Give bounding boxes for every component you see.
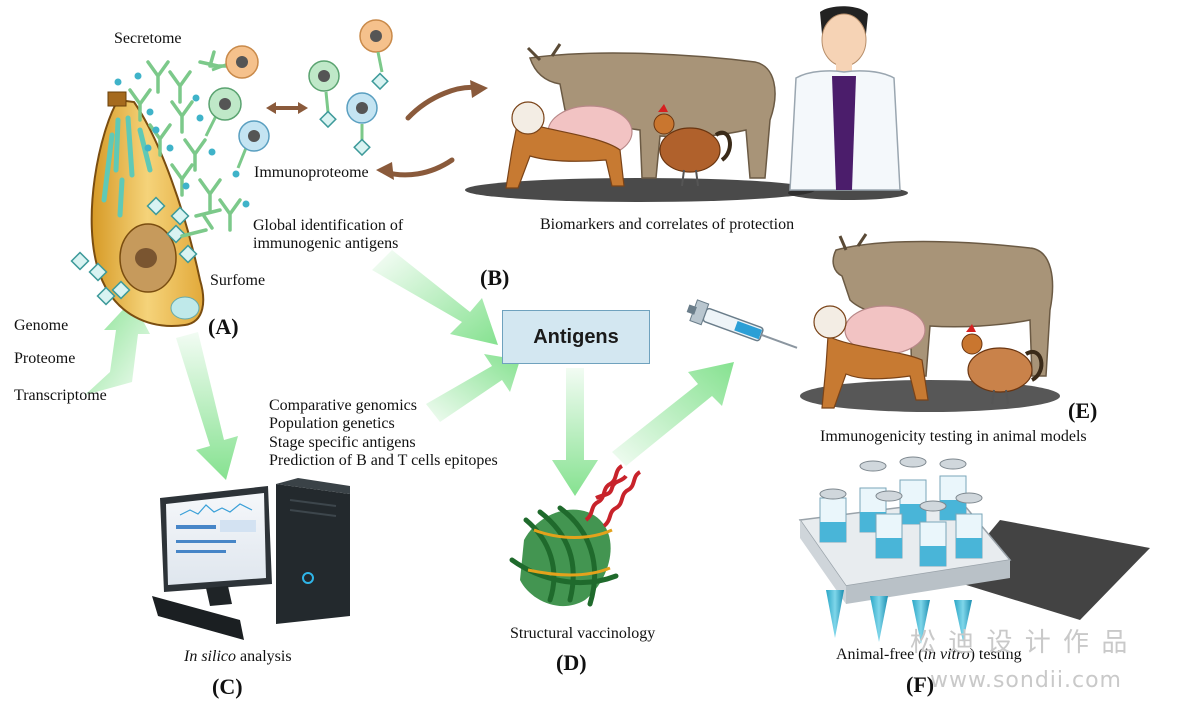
tube-rack [798, 456, 1150, 644]
omics-transcriptome: Transcriptome [14, 387, 107, 404]
arrow-down-to-insilico [176, 332, 238, 480]
computer [152, 478, 350, 640]
secreted-dots [114, 72, 250, 208]
tubes [819, 456, 983, 567]
immune-cells [204, 19, 393, 169]
watermark-url: www.sondii.com [930, 668, 1122, 693]
panel-c-label: (C) [212, 674, 243, 699]
arrow-methods-to-antigens [426, 354, 520, 422]
methods-list: Comparative genomics Population genetics… [269, 397, 498, 471]
biomarkers-label: Biomarkers and correlates of protection [540, 216, 795, 233]
arrow-genome-up [85, 300, 150, 395]
secretome-label: Secretome [114, 30, 182, 47]
animal-free-part-a: Animal-free ( [836, 646, 924, 663]
human-figure [788, 6, 908, 200]
surface-antigens [70, 196, 198, 306]
panel-b-label: (B) [480, 265, 510, 290]
arrow-antigens-to-structure [552, 368, 598, 496]
panel-a-label: (A) [208, 314, 239, 339]
structural-vaccinology-label: Structural vaccinology [510, 625, 656, 642]
in-silico-label: In silico analysis [184, 648, 292, 666]
protein-structure [509, 464, 642, 607]
panel-d-label: (D) [556, 650, 587, 675]
animals-group-b [465, 43, 815, 202]
omics-genome: Genome [14, 317, 69, 334]
in-silico-rest: analysis [236, 648, 292, 665]
cycle-arrowhead-bottom [376, 162, 394, 180]
cycle-arrows [382, 84, 481, 178]
panel-f-label: (F) [906, 672, 935, 697]
animal-free-label: Animal-free (in vitro) testing [836, 646, 1022, 664]
immunoproteome-label: Immunoproteome [254, 164, 369, 181]
animal-free-part-b: ) testing [969, 646, 1022, 663]
cycle-arrowhead-top [470, 80, 488, 98]
panel-e-label: (E) [1068, 398, 1098, 423]
antigens-box: Antigens [502, 310, 650, 364]
animals-group-e [800, 233, 1060, 412]
animal-free-italic: in vitro [923, 646, 970, 663]
immunogenicity-label: Immunogenicity testing in animal models [820, 428, 1087, 445]
in-silico-italic: In silico [184, 648, 236, 665]
syringe [686, 299, 798, 349]
double-arrow [266, 102, 308, 114]
global-identification-line-2: immunogenic antigens [253, 235, 399, 253]
global-identification-line-1: Global identification of [253, 217, 404, 234]
method-epitope-prediction: Prediction of B and T cells epitopes [269, 452, 498, 470]
arrow-to-antigens-from-top [372, 250, 498, 345]
watermark-chinese: 松 迪 设 计 作 品 [910, 628, 1130, 658]
omics-proteome: Proteome [14, 350, 76, 367]
method-comparative-genomics: Comparative genomics [269, 397, 417, 414]
arrow-structure-to-testing [612, 362, 734, 466]
surfome-label: Surfome [210, 272, 266, 289]
global-identification-label: Global identification of immunogenic ant… [253, 217, 403, 254]
parasite-cell [90, 91, 205, 327]
antigens-label: Antigens [533, 325, 619, 348]
method-stage-specific: Stage specific antigens [269, 433, 416, 451]
method-population-genetics: Population genetics [269, 415, 395, 433]
